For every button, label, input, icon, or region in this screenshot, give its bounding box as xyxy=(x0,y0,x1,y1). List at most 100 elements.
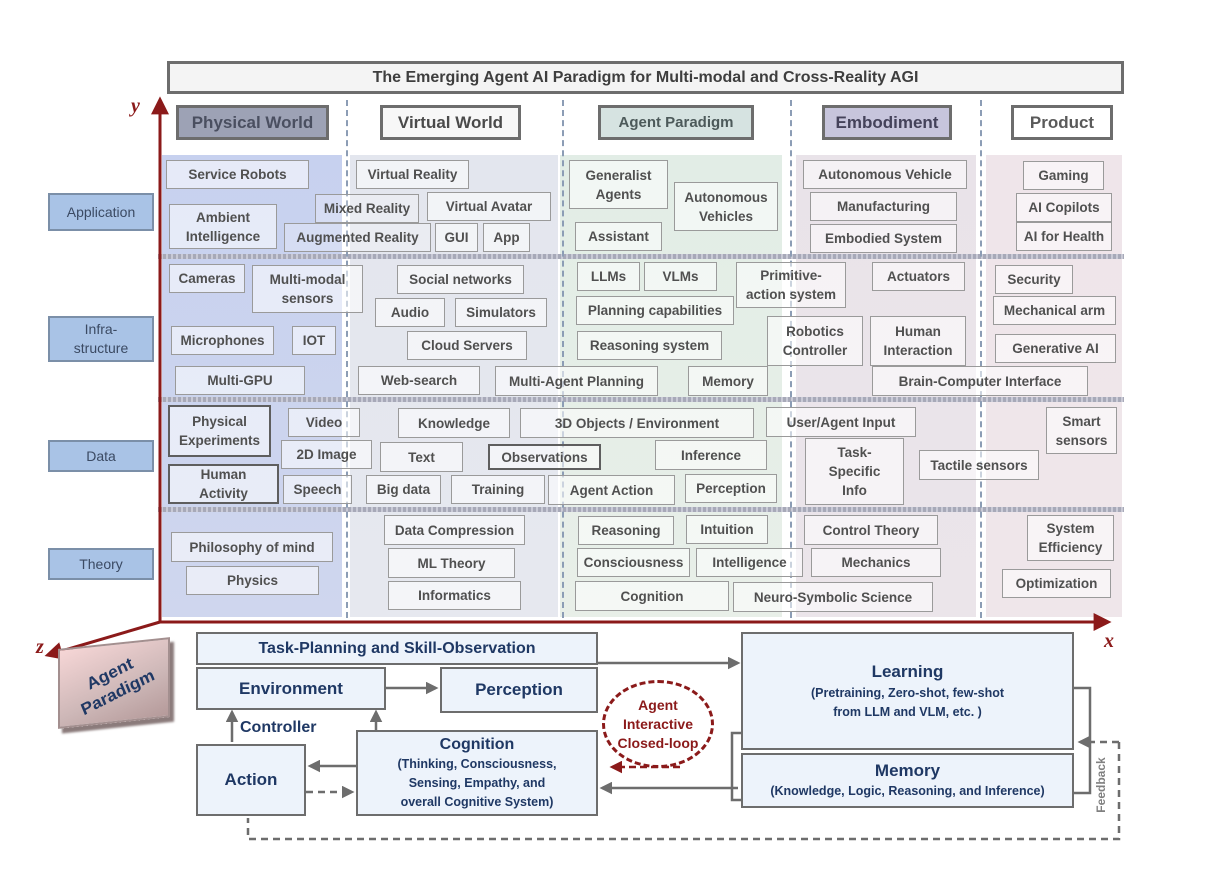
item-3d-objects-environment: 3D Objects / Environment xyxy=(520,408,754,438)
item-audio: Audio xyxy=(375,298,445,327)
perception-label: Perception xyxy=(475,680,563,699)
item-physics: Physics xyxy=(186,566,319,595)
item-user-agent-input: User/Agent Input xyxy=(766,407,916,437)
column-separator xyxy=(562,100,564,618)
learning-box: Learning (Pretraining, Zero-shot, few-sh… xyxy=(741,632,1074,750)
item-speech: Speech xyxy=(283,475,352,504)
column-header-product: Product xyxy=(1011,105,1113,140)
closed-loop-label: Agent Interactive Closed-loop xyxy=(617,696,699,751)
item-consciousness: Consciousness xyxy=(577,548,690,577)
row-separator xyxy=(158,254,1124,259)
item-multimodal-sensors: Multi-modal sensors xyxy=(252,265,363,313)
item-2d-image: 2D Image xyxy=(281,440,372,469)
row-separator xyxy=(158,507,1124,512)
item-training: Training xyxy=(451,475,545,504)
column-header-embodiment: Embodiment xyxy=(822,105,952,140)
item-autonomous-vehicles: Autonomous Vehicles xyxy=(674,182,778,231)
item-llms: LLMs xyxy=(577,262,640,291)
item-social-networks: Social networks xyxy=(397,265,524,294)
item-generative-ai: Generative AI xyxy=(995,334,1116,363)
item-service-robots: Service Robots xyxy=(166,160,309,189)
row-separator xyxy=(158,397,1124,402)
y-axis-label: y xyxy=(131,95,140,117)
item-tactile-sensors: Tactile sensors xyxy=(919,450,1039,480)
item-microphones: Microphones xyxy=(171,326,274,355)
item-memory: Memory xyxy=(688,366,768,396)
item-perception: Perception xyxy=(685,474,777,503)
column-separator xyxy=(346,100,348,618)
item-gaming: Gaming xyxy=(1023,161,1104,190)
item-gui: GUI xyxy=(435,223,478,252)
item-neuro-symbolic-science: Neuro-Symbolic Science xyxy=(733,582,933,612)
diagram-title: The Emerging Agent AI Paradigm for Multi… xyxy=(167,61,1124,94)
item-multi-gpu: Multi-GPU xyxy=(175,366,305,395)
item-mixed-reality: Mixed Reality xyxy=(315,194,419,223)
learning-title: Learning xyxy=(871,662,944,681)
x-axis-label: x xyxy=(1104,630,1114,652)
item-planning-capabilities: Planning capabilities xyxy=(576,296,734,325)
column-separator xyxy=(980,100,982,618)
item-mechanics: Mechanics xyxy=(811,548,941,577)
column-header-agent-paradigm: Agent Paradigm xyxy=(598,105,754,140)
column-header-physical-world: Physical World xyxy=(176,105,329,140)
cognition-subtitle: (Thinking, Consciousness, Sensing, Empat… xyxy=(397,756,557,809)
item-control-theory: Control Theory xyxy=(804,515,938,545)
item-primitive-action-system: Primitive- action system xyxy=(736,262,846,308)
item-multi-agent-planning: Multi-Agent Planning xyxy=(495,366,658,396)
item-data-compression: Data Compression xyxy=(384,515,525,545)
item-informatics: Informatics xyxy=(388,581,521,610)
item-physical-experiments: Physical Experiments xyxy=(168,405,271,457)
environment-box: Environment xyxy=(196,667,386,710)
item-human-activity: Human Activity xyxy=(168,464,279,504)
item-optimization: Optimization xyxy=(1002,569,1111,598)
controller-label: Controller xyxy=(240,719,317,736)
column-header-virtual-world: Virtual World xyxy=(380,105,521,140)
perception-box: Perception xyxy=(440,667,598,713)
item-agent-action: Agent Action xyxy=(548,475,675,505)
feedback-label: Feedback xyxy=(1094,757,1108,813)
row-label-application: Application xyxy=(48,193,154,231)
item-human-interaction: Human Interaction xyxy=(870,316,966,366)
memory-title: Memory xyxy=(874,761,941,780)
item-philosophy-of-mind: Philosophy of mind xyxy=(171,532,333,562)
item-virtual-reality: Virtual Reality xyxy=(356,160,469,189)
learning-subtitle: (Pretraining, Zero-shot, few-shot from L… xyxy=(810,686,1005,719)
item-inference: Inference xyxy=(655,440,767,470)
item-security: Security xyxy=(995,265,1073,294)
item-ai-for-health: AI for Health xyxy=(1016,222,1112,251)
item-ml-theory: ML Theory xyxy=(388,548,515,578)
item-simulators: Simulators xyxy=(455,298,547,327)
item-intuition: Intuition xyxy=(686,515,768,544)
item-intelligence: Intelligence xyxy=(696,548,803,577)
memory-box: Memory (Knowledge, Logic, Reasoning, and… xyxy=(741,753,1074,808)
item-cameras: Cameras xyxy=(169,264,245,293)
row-label-data: Data xyxy=(48,440,154,472)
item-embodied-system: Embodied System xyxy=(810,224,957,253)
item-system-efficiency: System Efficiency xyxy=(1027,515,1114,561)
item-app: App xyxy=(483,223,530,252)
item-reasoning-system: Reasoning system xyxy=(577,331,722,360)
item-actuators: Actuators xyxy=(872,262,965,291)
item-cloud-servers: Cloud Servers xyxy=(407,331,527,360)
item-ai-copilots: AI Copilots xyxy=(1016,193,1112,222)
item-generalist-agents: Generalist Agents xyxy=(569,160,668,209)
item-manufacturing: Manufacturing xyxy=(810,192,957,221)
task-planning-box: Task-Planning and Skill-Observation xyxy=(196,632,598,665)
item-augmented-reality: Augmented Reality xyxy=(284,223,431,252)
item-observations: Observations xyxy=(488,444,601,470)
item-web-search: Web-search xyxy=(358,366,480,395)
item-knowledge: Knowledge xyxy=(398,408,510,438)
item-ambient-intelligence: Ambient Intelligence xyxy=(169,204,277,249)
item-autonomous-vehicle: Autonomous Vehicle xyxy=(803,160,967,189)
item-text: Text xyxy=(380,442,463,472)
item-brain-computer-interface: Brain-Computer Interface xyxy=(872,366,1088,396)
action-box: Action xyxy=(196,744,306,816)
item-iot: IOT xyxy=(292,326,336,355)
item-vlms: VLMs xyxy=(644,262,717,291)
action-label: Action xyxy=(224,770,278,789)
item-smart-sensors: Smart sensors xyxy=(1046,407,1117,454)
row-label-theory: Theory xyxy=(48,548,154,580)
row-label-infrastructure: Infra- structure xyxy=(48,316,154,362)
task-planning-label: Task-Planning and Skill-Observation xyxy=(258,639,536,657)
